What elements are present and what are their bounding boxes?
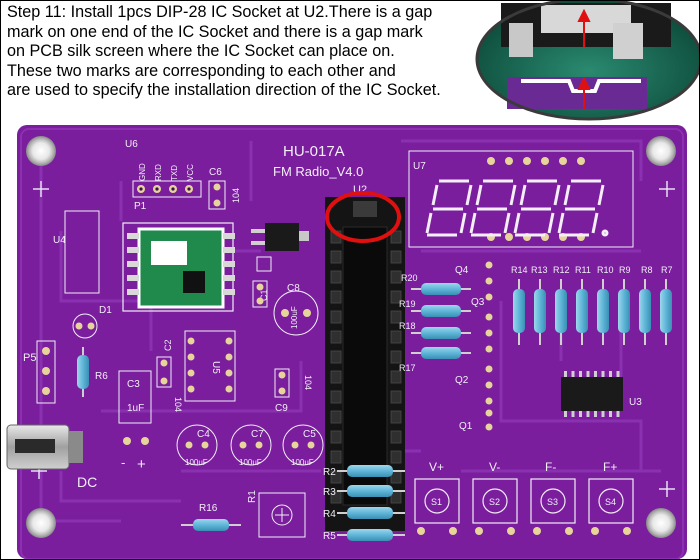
svg-text:R11: R11 bbox=[575, 265, 591, 275]
svg-text:GND: GND bbox=[138, 163, 147, 181]
svg-text:R1: R1 bbox=[247, 490, 258, 503]
svg-text:D1: D1 bbox=[99, 305, 112, 316]
svg-text:F-: F- bbox=[545, 460, 556, 474]
svg-text:P5: P5 bbox=[23, 352, 36, 364]
svg-text:1uF: 1uF bbox=[127, 403, 144, 414]
svg-text:100uF: 100uF bbox=[239, 458, 262, 467]
gap-mark-inset bbox=[475, 1, 699, 121]
svg-text:U7: U7 bbox=[413, 161, 426, 172]
svg-text:DC: DC bbox=[77, 474, 97, 490]
svg-text:R6: R6 bbox=[95, 371, 108, 382]
svg-text:V+: V+ bbox=[429, 460, 444, 474]
svg-text:P1: P1 bbox=[134, 201, 147, 212]
seven-segment-display bbox=[425, 179, 609, 237]
svg-text:Q2: Q2 bbox=[455, 375, 469, 386]
dip28-ic-socket bbox=[325, 197, 405, 531]
svg-text:104: 104 bbox=[303, 375, 313, 390]
svg-text:C5: C5 bbox=[303, 429, 316, 440]
svg-text:Q3: Q3 bbox=[471, 297, 485, 308]
svg-text:R2: R2 bbox=[323, 467, 336, 478]
svg-text:104: 104 bbox=[173, 397, 183, 412]
svg-text:R19: R19 bbox=[399, 299, 416, 309]
svg-text:C8: C8 bbox=[287, 283, 300, 294]
svg-text:-: - bbox=[121, 455, 125, 470]
svg-text:U5: U5 bbox=[210, 361, 221, 374]
svg-text:C2: C2 bbox=[163, 339, 173, 351]
svg-text:104: 104 bbox=[231, 188, 241, 203]
svg-text:R9: R9 bbox=[619, 265, 631, 275]
svg-text:R13: R13 bbox=[531, 265, 548, 275]
svg-text:100uF: 100uF bbox=[291, 458, 314, 467]
instruction-line-3: on PCB silk screen where the IC Socket c… bbox=[7, 42, 395, 61]
svg-text:C3: C3 bbox=[127, 379, 140, 390]
svg-text:+: + bbox=[137, 456, 146, 473]
svg-text:100uF: 100uF bbox=[290, 306, 299, 329]
svg-text:S1: S1 bbox=[431, 497, 442, 507]
instruction-line-2: mark on one end of the IC Socket and the… bbox=[7, 22, 423, 41]
u3-smd-ic bbox=[561, 371, 623, 417]
svg-text:RXD: RXD bbox=[154, 164, 163, 181]
svg-text:R18: R18 bbox=[399, 321, 416, 331]
svg-text:S4: S4 bbox=[605, 497, 616, 507]
board-subtitle: FM Radio_V4.0 bbox=[273, 164, 363, 179]
mounting-hole-icon bbox=[26, 136, 676, 538]
svg-text:R4: R4 bbox=[323, 509, 336, 520]
svg-text:R5: R5 bbox=[323, 531, 336, 542]
svg-text:S2: S2 bbox=[489, 497, 500, 507]
fm-radio-module bbox=[122, 222, 235, 312]
instruction-line-1: Step 11: Install 1pcs DIP-28 IC Socket a… bbox=[7, 3, 433, 21]
svg-text:U3: U3 bbox=[629, 397, 642, 408]
instruction-line-5: are used to specify the installation dir… bbox=[7, 81, 441, 100]
svg-text:100uF: 100uF bbox=[185, 458, 208, 467]
svg-text:VCC: VCC bbox=[186, 164, 195, 181]
instruction-text: Step 11: Install 1pcs DIP-28 IC Socket a… bbox=[7, 3, 497, 101]
svg-text:C7: C7 bbox=[251, 429, 264, 440]
resistor-group-left bbox=[411, 283, 471, 359]
svg-text:C9: C9 bbox=[275, 403, 288, 414]
svg-text:R7: R7 bbox=[661, 265, 673, 275]
svg-text:U6: U6 bbox=[125, 139, 138, 150]
svg-text:Q4: Q4 bbox=[455, 265, 469, 276]
svg-text:R20: R20 bbox=[401, 273, 418, 283]
board-title: HU-017A bbox=[283, 143, 345, 160]
svg-text:R8: R8 bbox=[641, 265, 653, 275]
usb-dc-connector bbox=[6, 424, 83, 470]
svg-text:S3: S3 bbox=[547, 497, 558, 507]
svg-text:C6: C6 bbox=[209, 167, 222, 178]
svg-text:TXD: TXD bbox=[170, 165, 179, 181]
svg-text:R3: R3 bbox=[323, 487, 336, 498]
resistor-group-right bbox=[513, 279, 672, 345]
svg-text:V-: V- bbox=[489, 460, 500, 474]
svg-text:Q1: Q1 bbox=[459, 421, 473, 432]
svg-text:F+: F+ bbox=[603, 460, 617, 474]
svg-text:C4: C4 bbox=[197, 429, 210, 440]
svg-text:C1: C1 bbox=[259, 289, 269, 301]
gap-mark-highlight bbox=[325, 191, 401, 243]
voltage-regulator bbox=[251, 223, 309, 272]
resistor-group-bottom bbox=[337, 465, 405, 541]
svg-text:R14: R14 bbox=[511, 265, 528, 275]
svg-text:U4: U4 bbox=[53, 235, 66, 246]
svg-text:R12: R12 bbox=[553, 265, 570, 275]
gap-mark-arrow-icon bbox=[577, 8, 591, 109]
svg-text:R16: R16 bbox=[199, 503, 218, 514]
instruction-line-4: These two marks are corresponding to eac… bbox=[7, 61, 396, 80]
svg-text:R10: R10 bbox=[597, 265, 614, 275]
svg-text:R17: R17 bbox=[399, 363, 416, 373]
